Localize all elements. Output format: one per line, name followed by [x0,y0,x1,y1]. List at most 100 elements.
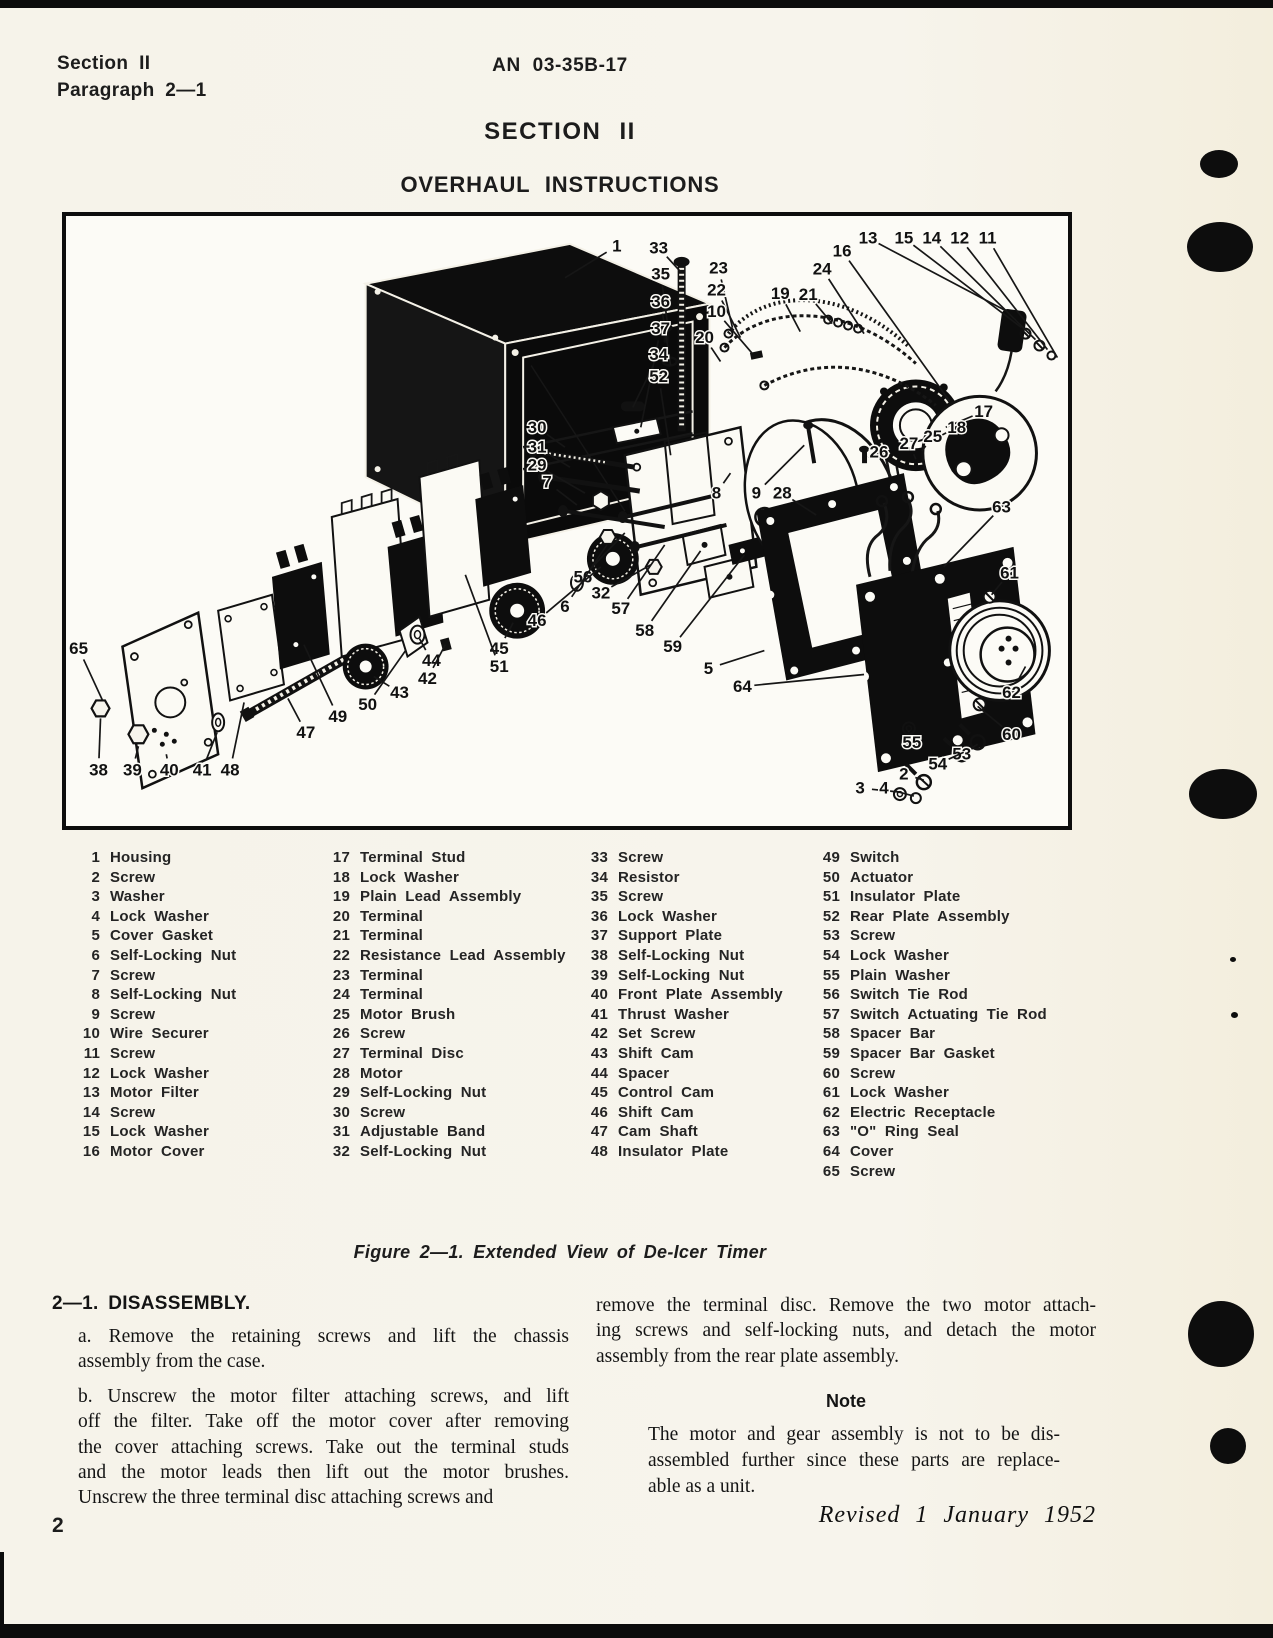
callout-8: 8 [712,484,721,503]
figure-caption: Figure 2—1. Extended View of De-Icer Tim… [353,1242,767,1262]
callout-42: 42 [418,669,437,688]
punch-hole [1189,769,1257,819]
callout-12: 12 [950,228,969,247]
callout-17: 17 [974,402,993,421]
callout-13: 13 [859,228,878,247]
callout-10: 10 [707,302,726,321]
callout-18: 18 [947,418,966,437]
callout-3: 3 [855,779,864,798]
scan-edge-left [0,1552,4,1638]
exploded-view-diagram: 1333536373452232210201921162413151412111… [68,227,1059,805]
section-subtitle: OVERHAUL INSTRUCTIONS [400,172,720,197]
callout-28: 28 [773,484,792,503]
callout-57: 57 [611,599,630,618]
callout-27: 27 [899,434,918,453]
punch-hole [1210,1428,1246,1464]
callout-14: 14 [922,228,941,247]
callout-62: 62 [1002,683,1021,702]
callout-7: 7 [542,473,551,492]
callout-58: 58 [635,621,654,640]
callout-40: 40 [160,761,179,780]
page-header-left: Section II Paragraph 2—1 [57,50,207,104]
callout-5: 5 [704,659,713,678]
callout-41: 41 [193,761,212,780]
paragraph-label: Paragraph 2—1 [57,80,207,101]
punch-hole [1187,222,1253,272]
tie-rod-parts [598,494,727,575]
paper-speck [1230,957,1236,962]
callout-63: 63 [992,498,1011,517]
callout-48: 48 [221,761,240,780]
callout-11: 11 [979,228,997,247]
note-text: The motor and gear assembly is not to be… [648,1424,1060,1498]
callout-44: 44 [422,651,441,670]
callout-49: 49 [328,707,347,726]
callout-29: 29 [528,456,547,475]
callout-25: 25 [923,427,942,446]
callout-59: 59 [663,637,682,656]
callout-6: 6 [560,597,569,616]
callout-53: 53 [952,745,971,764]
callout-64: 64 [733,677,752,696]
callout-21: 21 [799,285,818,304]
lead-assembly-part [719,298,937,407]
front-plate-part [90,593,286,790]
body-right-column: remove the terminal disc. Remove the two… [596,1293,1096,1500]
callout-35: 35 [651,264,670,283]
punch-hole [1188,1301,1254,1367]
callout-50: 50 [358,695,377,714]
cover-plate-part [856,490,1051,773]
punch-hole [1200,150,1238,178]
cam-parts [342,532,639,690]
callout-2: 2 [899,765,908,784]
callout-47: 47 [296,723,315,742]
callout-34: 34 [649,345,668,364]
callout-24: 24 [813,259,832,278]
callout-32: 32 [591,583,610,602]
